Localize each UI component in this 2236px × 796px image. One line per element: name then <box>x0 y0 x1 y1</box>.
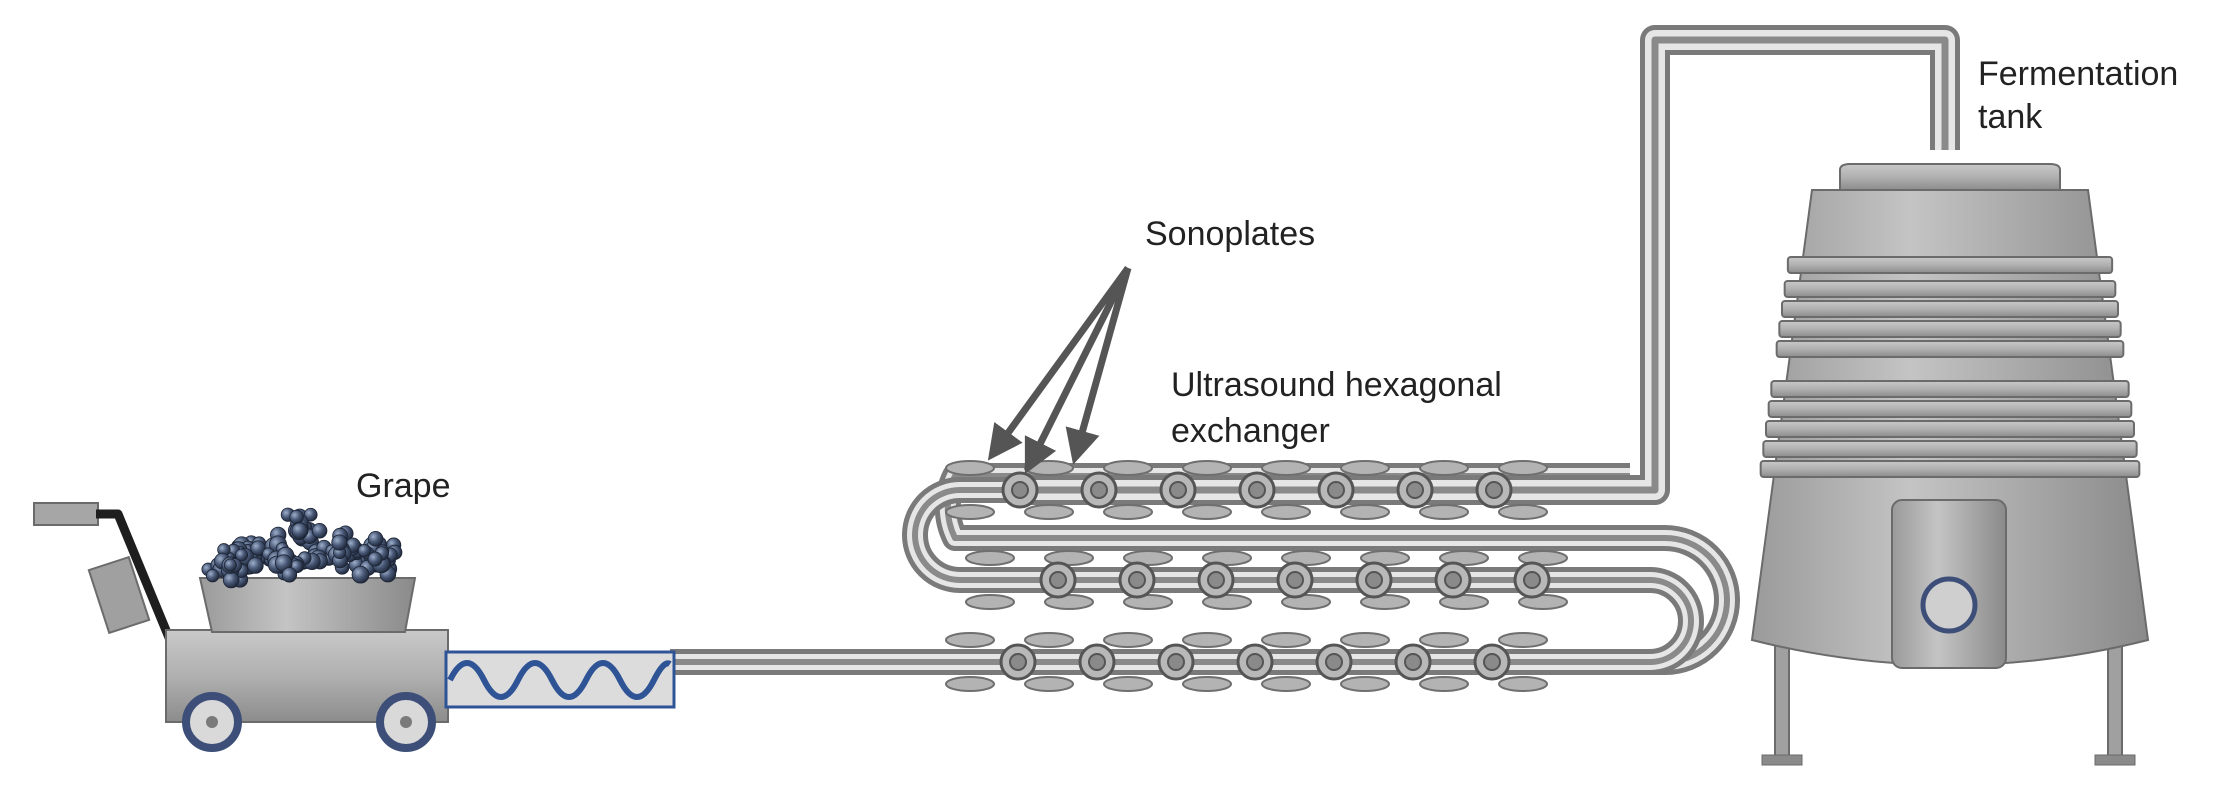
sonoplate-icon <box>1315 643 1353 681</box>
tank-ring <box>1786 256 2114 274</box>
sonoplate-icon <box>1473 643 1511 681</box>
sonoplate-body <box>1182 460 1232 520</box>
tank-ring <box>1775 340 2125 358</box>
auger-icon <box>447 660 672 700</box>
sonoplate-body <box>1044 550 1094 610</box>
tank-ring <box>1781 300 2119 318</box>
sonoplate-group <box>945 460 1568 692</box>
label-tank-line2: tank <box>1978 98 2043 136</box>
sonoplate-icon <box>1039 561 1077 599</box>
fermentation-tank <box>1750 163 2150 766</box>
sonoplate-body <box>945 460 995 520</box>
grape-berry <box>235 548 249 562</box>
wheel-hub-left <box>206 716 218 728</box>
wheel-hub-right <box>400 716 412 728</box>
sonoplate-body <box>1360 550 1410 610</box>
tank-lid <box>1839 163 2061 191</box>
tank-ring <box>1783 280 2117 298</box>
sonoplate-icon <box>1197 561 1235 599</box>
tank-ring <box>1767 400 2133 418</box>
sonoplate-icon <box>1159 471 1197 509</box>
sonoplate-body <box>1439 550 1489 610</box>
sonoplate-arrows <box>987 265 1132 475</box>
sonoplate-icon <box>1001 471 1039 509</box>
sonoplate-body <box>1261 632 1311 692</box>
sonoplate-body <box>1518 550 1568 610</box>
sonoplate-icon <box>1080 471 1118 509</box>
sonoplate-body <box>1261 460 1311 520</box>
tank-ring <box>1765 420 2135 438</box>
sonoplate-body <box>1103 460 1153 520</box>
tank-valve <box>1920 576 1978 634</box>
sonoplate-icon <box>999 643 1037 681</box>
grape-berry <box>367 551 383 567</box>
grape-berry <box>311 523 328 539</box>
sonoplate-body <box>1498 632 1548 692</box>
grape-berry <box>223 558 237 572</box>
screw-conveyor <box>444 650 676 709</box>
grape-berry <box>247 557 264 574</box>
grape-berry <box>351 565 370 584</box>
arrow-2 <box>1024 266 1132 475</box>
cart-bin <box>198 577 417 633</box>
arrow-3 <box>1065 267 1132 465</box>
sonoplate-icon <box>1355 561 1393 599</box>
grape-berry <box>205 568 220 583</box>
sonoplate-icon <box>1317 471 1355 509</box>
label-grape: Grape <box>356 467 451 505</box>
sonoplate-icon <box>1276 561 1314 599</box>
sonoplate-icon <box>1157 643 1195 681</box>
grape-berry <box>331 534 348 551</box>
sonoplate-body <box>1340 460 1390 520</box>
sonoplate-body <box>1419 632 1469 692</box>
sonoplate-body <box>965 550 1015 610</box>
label-sonoplates: Sonoplates <box>1145 215 1315 253</box>
grape-berry <box>367 531 384 547</box>
grape-cart <box>33 502 449 752</box>
grape-berry <box>281 567 298 583</box>
sonoplate-icon <box>1513 561 1551 599</box>
sonoplate-icon <box>1236 643 1274 681</box>
sonoplate-icon <box>1078 643 1116 681</box>
sonoplate-body <box>1123 550 1173 610</box>
sonoplate-body <box>945 632 995 692</box>
sonoplate-icon <box>1434 561 1472 599</box>
sonoplate-icon <box>1394 643 1432 681</box>
cart-handle-plate <box>87 555 151 635</box>
tank-ring <box>1778 320 2122 338</box>
label-tank-line1: Fermentation <box>1978 55 2178 93</box>
grape-pile-icon <box>201 507 403 589</box>
sonoplate-icon <box>1396 471 1434 509</box>
sonoplate-body <box>1182 632 1232 692</box>
grape-berry <box>289 509 304 525</box>
sonoplate-body <box>1103 632 1153 692</box>
label-exchanger-line1: Ultrasound hexagonal <box>1171 366 1502 404</box>
sonoplate-icon <box>1118 561 1156 599</box>
grape-berry <box>291 522 308 539</box>
sonoplate-body <box>1202 550 1252 610</box>
sonoplate-icon <box>1238 471 1276 509</box>
tank-ring <box>1759 460 2141 478</box>
sonoplate-body <box>1281 550 1331 610</box>
tank-rings <box>1759 256 2141 478</box>
sonoplate-icon <box>1475 471 1513 509</box>
tank-ring <box>1762 440 2138 458</box>
tank-leg-left <box>1774 639 1790 761</box>
tank-leg-right <box>2107 639 2123 761</box>
grape-berry <box>303 507 318 522</box>
grape-berry <box>357 544 371 558</box>
grape-berry <box>222 571 240 589</box>
connection-pipe <box>670 25 1960 675</box>
sonoplate-body <box>1419 460 1469 520</box>
sonoplate-body <box>1498 460 1548 520</box>
label-exchanger-line2: exchanger <box>1171 412 1330 450</box>
tank-ring <box>1770 380 2130 398</box>
sonoplate-body <box>1340 632 1390 692</box>
cart-handle-grip <box>33 502 99 526</box>
arrow-1 <box>987 265 1131 461</box>
sonoplate-body <box>1024 632 1074 692</box>
